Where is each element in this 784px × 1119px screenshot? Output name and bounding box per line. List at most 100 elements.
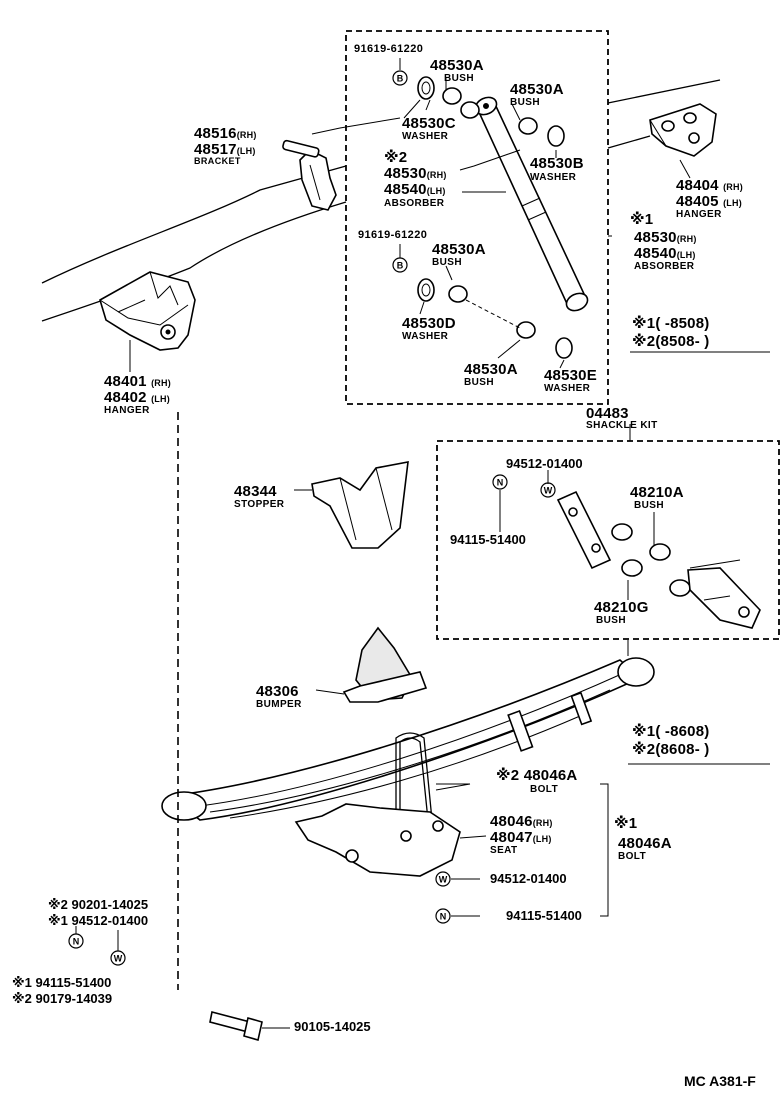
label-48530c: 48530C	[402, 115, 456, 132]
absorber-group-box	[345, 30, 609, 405]
label-90201: ※2 90201-14025	[48, 897, 149, 912]
absorber-bushes-washers	[417, 76, 573, 359]
label-48530-rh: 48530(RH)	[384, 165, 447, 182]
label-91619-top: 91619-61220	[354, 43, 424, 55]
label-48517: 48517(LH)	[194, 141, 256, 158]
label-48530d: 48530D	[402, 315, 456, 332]
label-90179: ※2 90179-14039	[12, 991, 113, 1006]
frame-rail-lower-right	[607, 135, 651, 149]
svg-text:B: B	[397, 261, 404, 271]
label-48306: 48306	[256, 683, 299, 700]
n-symbol-left: N	[68, 933, 84, 949]
label-mark1-8608: ※1( -8608)	[632, 723, 710, 740]
label-48401: 48401 (RH)	[104, 373, 171, 390]
shackle-kit-group-box	[436, 440, 780, 640]
label-hanger-left: HANGER	[104, 405, 150, 416]
label-48530a-mid: 48530A	[432, 241, 486, 258]
label-48047-lh: 48047(LH)	[490, 829, 552, 846]
footer-code: MC A381-F	[684, 1073, 756, 1089]
label-48405: 48405 (LH)	[676, 193, 742, 210]
label-mark1-8508: ※1( -8508)	[632, 315, 710, 332]
label-48404: 48404 (RH)	[676, 177, 743, 194]
svg-text:N: N	[73, 937, 80, 947]
b-symbol-top: B	[392, 70, 408, 86]
label-48530e: 48530E	[544, 367, 597, 384]
svg-text:W: W	[114, 954, 123, 964]
bolt-90105	[209, 1011, 263, 1042]
u-bolt	[395, 732, 433, 821]
shackle-bushes	[611, 523, 691, 597]
bumper-48306	[342, 626, 428, 703]
label-washer-b: WASHER	[530, 172, 577, 183]
label-04483: 04483	[586, 405, 629, 422]
label-washer-c: WASHER	[402, 131, 449, 142]
label-seat: SEAT	[490, 845, 518, 856]
w-symbol-left: W	[110, 950, 126, 966]
w-symbol-seat: W	[435, 871, 451, 887]
label-48530b: 48530B	[530, 155, 584, 172]
label-48402: 48402 (LH)	[104, 389, 170, 406]
label-bush-top: BUSH	[444, 73, 474, 84]
shackle-plate	[556, 490, 612, 570]
label-shackle-kit: SHACKLE KIT	[586, 420, 658, 431]
leader-lines	[75, 58, 770, 1029]
label-48344: 48344	[234, 483, 277, 500]
label-bush-mid: BUSH	[432, 257, 462, 268]
label-hanger-right: HANGER	[676, 209, 722, 220]
w-symbol-kit: W	[540, 482, 556, 498]
label-mark1-absorber: ※1	[630, 211, 654, 228]
label-bush-low: BUSH	[464, 377, 494, 388]
label-48046-rh: 48046(RH)	[490, 813, 553, 830]
label-absorber-right: ABSORBER	[634, 261, 695, 272]
label-bush-top2: BUSH	[510, 97, 540, 108]
label-48530a-top: 48530A	[430, 57, 484, 74]
label-94512-seat: 94512-01400	[490, 871, 567, 886]
label-48530a-low: 48530A	[464, 361, 518, 378]
rear-hanger-48404	[649, 103, 717, 157]
svg-text:B: B	[397, 74, 404, 84]
label-48210a: 48210A	[630, 484, 684, 501]
label-94512-kit: 94512-01400	[506, 456, 583, 471]
shackle-bracket-with-studs	[687, 559, 761, 629]
label-bush-210a: BUSH	[634, 500, 664, 511]
svg-text:N: N	[440, 912, 447, 922]
stopper-48344	[311, 461, 409, 549]
n-symbol-seat: N	[435, 908, 451, 924]
label-bracket: BRACKET	[194, 156, 241, 166]
svg-text:W: W	[544, 486, 553, 496]
label-washer-e: WASHER	[544, 383, 591, 394]
front-hanger-48401	[99, 271, 196, 351]
label-bush-210g: BUSH	[596, 615, 626, 626]
label-washer-d: WASHER	[402, 331, 449, 342]
label-mark1-bolt: ※1	[614, 815, 638, 832]
b-symbol-mid: B	[392, 257, 408, 273]
label-mark2-absorber: ※2	[384, 149, 408, 166]
frame-rail-upper	[41, 165, 347, 284]
label-48046a-right: 48046A	[618, 835, 672, 852]
label-48210g: 48210G	[594, 599, 649, 616]
label-94115-kit: 94115-51400	[450, 532, 526, 547]
label-absorber: ABSORBER	[384, 198, 445, 209]
shock-absorber	[474, 96, 589, 312]
spring-seat-48046	[294, 803, 461, 877]
label-48540-lh-right: 48540(LH)	[634, 245, 696, 262]
n-symbol-kit: N	[492, 474, 508, 490]
label-90105: 90105-14025	[294, 1019, 371, 1034]
label-94115-seat: 94115-51400	[506, 908, 582, 923]
label-48516: 48516(RH)	[194, 125, 257, 142]
label-stopper: STOPPER	[234, 499, 285, 510]
label-94115-left: ※1 94115-51400	[12, 975, 112, 990]
label-48530a-top2: 48530A	[510, 81, 564, 98]
leaf-spring	[161, 657, 655, 821]
frame-rail-lower	[41, 201, 347, 322]
label-mark2-8508: ※2(8508- )	[632, 333, 710, 350]
bracket-48516	[282, 139, 337, 211]
label-48540-lh: 48540(LH)	[384, 181, 446, 198]
frame-rail-upper-right	[607, 79, 721, 104]
label-94512-left: ※1 94512-01400	[48, 913, 149, 928]
label-91619-mid: 91619-61220	[358, 229, 428, 241]
label-bolt-top: BOLT	[530, 784, 559, 795]
svg-text:W: W	[439, 875, 448, 885]
label-bumper: BUMPER	[256, 699, 302, 710]
